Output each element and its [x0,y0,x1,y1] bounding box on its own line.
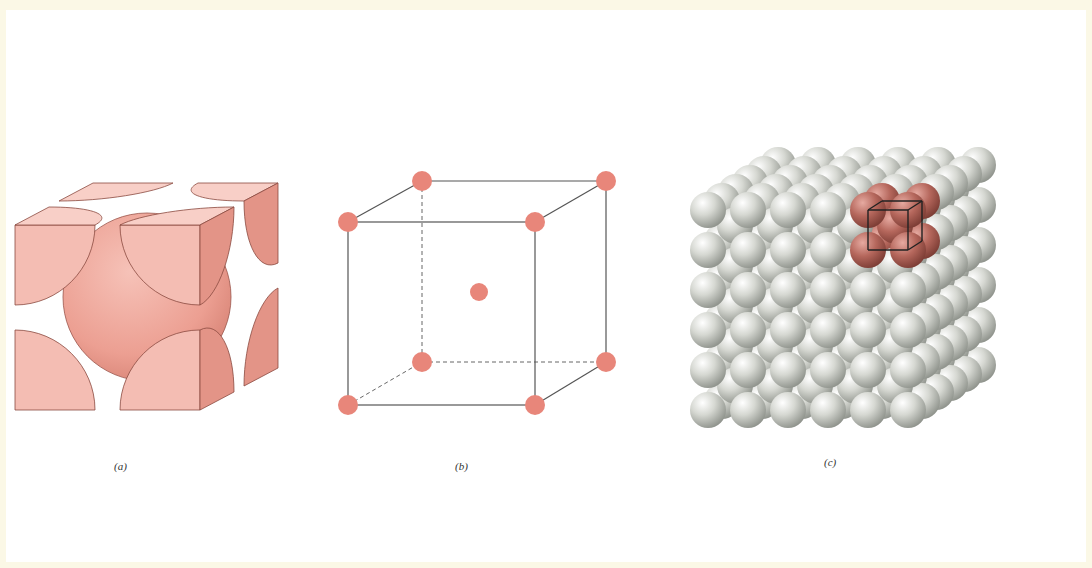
atom [690,272,726,308]
reduced-sphere-unit-cell [338,171,616,415]
unit-cell-outline [921,201,922,241]
atom [810,232,846,268]
atom [810,352,846,388]
hard-sphere-unit-cell [15,183,278,410]
atom [690,192,726,228]
unit-cell-outline [908,201,922,210]
unit-cell-outline [882,200,922,201]
atom [850,352,886,388]
unit-cell-outline [868,201,882,210]
atom [525,395,545,415]
atom [770,192,806,228]
atom [810,312,846,348]
atom [690,312,726,348]
corner-atom-piece [59,183,173,201]
panel-label: (c) [824,456,836,469]
atom [850,272,886,308]
corner-atom-piece [120,225,200,305]
atom [690,392,726,428]
atom [890,392,926,428]
hidden-edge [422,181,423,362]
cube-edge [422,180,606,181]
atom [770,352,806,388]
unit-cell-outline [867,210,868,250]
cube-edge [348,181,422,222]
corner-atom-piece [200,328,234,410]
unit-cell-outline [868,249,908,250]
hidden-edge [422,362,606,363]
unit-cell-outline [907,210,908,250]
panel-label: (b) [455,460,468,473]
atom [730,272,766,308]
atom [770,312,806,348]
cube-edge [535,181,606,222]
cube-face [348,222,535,405]
atom [596,352,616,372]
atom [730,392,766,428]
atom [412,171,432,191]
unit-cell-outline [908,241,922,250]
atom [850,392,886,428]
atom [810,272,846,308]
atom-dots [338,171,616,415]
atom [770,232,806,268]
atom [890,272,926,308]
atom [730,312,766,348]
atom [810,192,846,228]
corner-atom-piece [244,183,278,265]
corner-atom-piece [244,288,278,386]
atom [412,352,432,372]
atom [730,352,766,388]
center-atom [470,283,488,301]
cube-edge [535,362,606,405]
atom [596,171,616,191]
corner-atom-piece [15,330,95,410]
atom [890,352,926,388]
cube-edge [605,181,606,362]
hidden-edge [348,362,422,405]
atom-aggregate [690,147,996,428]
corner-atom-piece [200,207,234,305]
atom [690,232,726,268]
atom [730,232,766,268]
atom [770,272,806,308]
atom [525,212,545,232]
atom [890,312,926,348]
atom [850,312,886,348]
atom [730,192,766,228]
unit-cell-outline [868,209,908,210]
corner-atom-piece [15,225,95,305]
atom [338,212,358,232]
corner-atom-piece [15,207,102,225]
atom [810,392,846,428]
corner-atom-piece [120,330,200,410]
atom [338,395,358,415]
atom [690,352,726,388]
atom [770,392,806,428]
panel-label: (a) [114,460,127,473]
